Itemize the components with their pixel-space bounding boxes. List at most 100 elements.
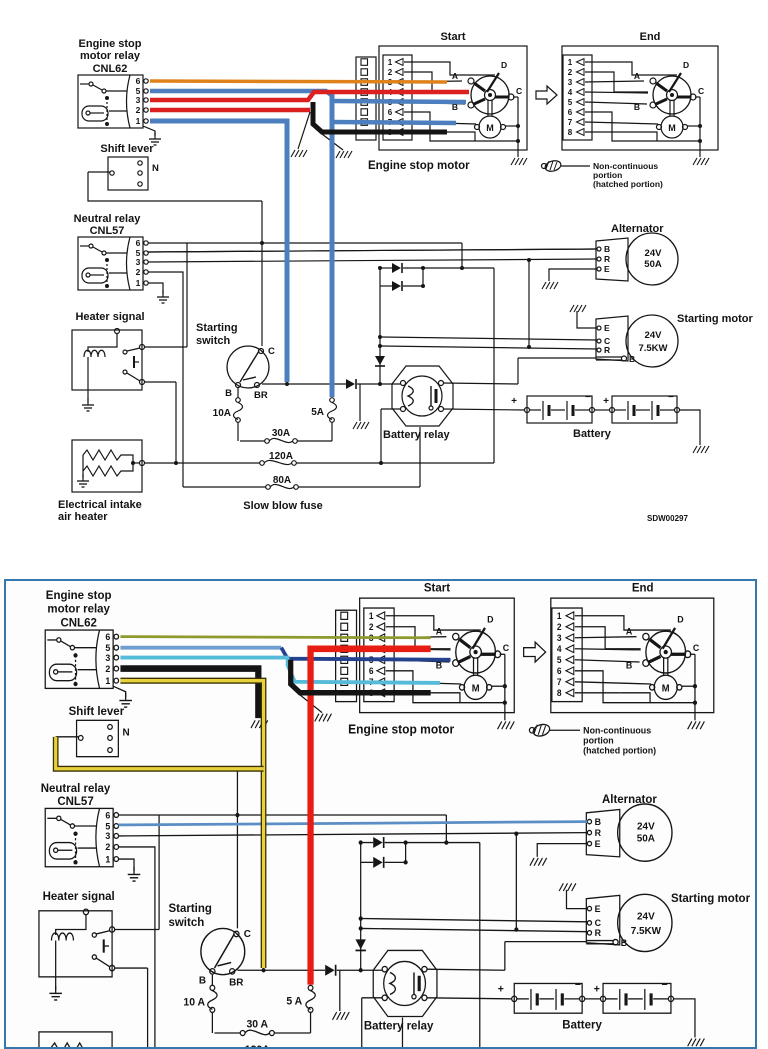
label-rot-d: D [677,614,684,624]
label-cpins-5: 6 [369,666,374,676]
label-intake-1: air heater [58,511,108,523]
label-rot-c: C [698,86,704,96]
label-fuses-f30: 30A [272,428,290,439]
ground-icon [510,157,528,166]
battery-relay: Battery relay [383,365,454,441]
label-rot-d: D [487,614,494,624]
heater-signal: Heater signal [38,889,116,1001]
label-rot-m: M [668,123,676,133]
label-sm-label: Starting motor [677,313,753,325]
fuse-icon [239,1029,275,1037]
label-fuses-f5: 5A [311,407,324,418]
label-start: Start [424,580,450,594]
label-battery: Battery [562,1017,602,1031]
diode-icon [392,263,403,273]
label-sm-kw: 7.5KW [631,926,662,937]
label-rot-d: D [501,60,507,70]
fuse-icon [264,437,298,444]
label-minus: − [575,979,581,991]
base-wires [87,133,598,487]
diode-icon [373,837,385,849]
label-relay_pins-2: 3 [136,257,141,267]
label-brelay: Battery relay [364,1018,434,1032]
label-relay_pins-1: 5 [105,821,110,831]
label-relay_pins-4: 1 [105,854,110,864]
label-cpins-0: 1 [369,611,374,621]
label-minus: − [662,979,668,991]
ground-icon [331,1011,350,1021]
label-cpins-5: 6 [388,108,393,117]
label-alt-label: Alternator [602,792,657,806]
label-esr-1: motor relay [47,601,110,615]
label-cpins-2: 3 [568,78,573,87]
label-sm-label: Starting motor [671,891,750,905]
label-noncont-1: portion [583,735,614,745]
ground-icon [77,474,89,488]
diode-icon [346,379,357,389]
label-sm-pins-2: R [604,345,610,355]
label-alt-a: 50A [637,833,656,844]
label-heater: Heater signal [43,889,115,903]
label-sm-pins-1: C [604,336,610,346]
label-sm-pins-2: R [595,928,602,938]
label-sswitch-1: switch [168,915,204,929]
ground-icon [497,721,515,730]
label-relay_pins-3: 2 [105,664,110,674]
label-cpins-5: 6 [557,666,562,676]
non-continuous-icon [540,160,590,172]
label-sm-pins-0: E [604,323,610,333]
label-cpins-1: 2 [557,622,562,632]
label-noncont-1: portion [593,170,622,180]
diode-icon [375,356,385,367]
label-sswitch-1: switch [196,335,231,347]
highlight-wires [52,635,588,985]
label-rot-b: B [626,660,633,670]
label-relay_pins-3: 2 [105,842,110,852]
label-alt-a: 50A [644,259,662,270]
label-noncont-2: (hatched portion) [583,745,656,755]
base-wires [55,694,588,1047]
ground-icon [127,866,141,882]
diode-icon [325,964,337,976]
label-cpins-7: 8 [568,128,573,137]
label-relay_pins-4: 1 [136,116,141,126]
label-rot-b: B [436,660,443,670]
label-rot-b: B [634,102,640,112]
label-relay_pins-1: 5 [105,643,110,653]
label-relay_pins-2: 3 [105,653,110,663]
label-esm: Engine stop motor [348,722,454,736]
label-fuses-f80: 80A [273,475,291,486]
label-cpins-4: 5 [568,98,573,107]
label-plus: + [511,396,517,407]
label-nr-1: CNL57 [90,225,125,237]
label-rot-a: A [626,626,633,636]
label-cpins-0: 1 [388,58,393,67]
label-alt-pins-1: R [604,254,610,264]
label-term-b: B [225,388,232,399]
label-term-b: B [199,975,206,986]
label-alt-pins-1: R [595,828,602,838]
label-rot-m: M [486,123,494,133]
ground-icon [692,445,710,454]
label-cpins-0: 1 [557,611,562,621]
label-n: N [152,163,159,174]
label-cpins-6: 7 [557,677,562,687]
fuse-icon [305,984,316,1014]
label-esm: Engine stop motor [368,160,470,172]
non-continuous-icon [528,723,581,737]
fuse-icon [265,483,299,490]
label-fuses-slow: Slow blow fuse [243,500,322,512]
ground-icon [529,857,548,866]
label-esr-2: CNL62 [93,63,128,75]
label-relay_pins-0: 6 [136,238,141,248]
ground-icon [335,150,353,159]
